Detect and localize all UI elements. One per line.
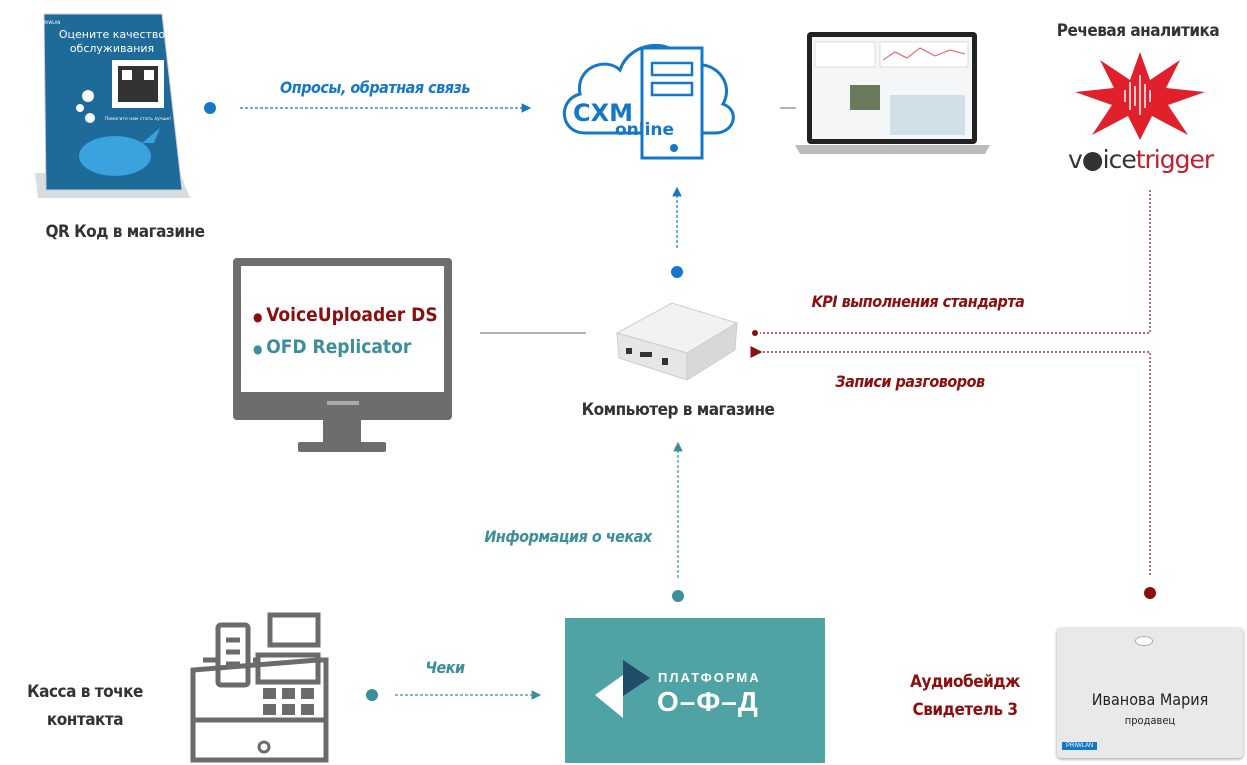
receipts-arrow xyxy=(366,689,542,701)
audio-badge: Иванова Мария продавец PRIWLAN xyxy=(1057,628,1243,758)
pc-to-cloud-arrow xyxy=(671,186,683,278)
store-pc-icon xyxy=(615,302,739,381)
store-pc-label: Компьютер в магазине xyxy=(581,400,775,420)
badge-label-line2: Свидетель 3 xyxy=(912,700,1018,720)
kpi-arrow xyxy=(752,190,1151,336)
ofd-triangle-icon xyxy=(595,660,650,718)
monitor-screen: ● VoiceUploader DS ● OFD Replicator xyxy=(241,266,444,392)
svg-text:CXM: CXM xyxy=(573,99,633,127)
app-voiceuploader: ● VoiceUploader DS xyxy=(253,304,438,326)
laptop-dashboard-icon xyxy=(795,32,990,154)
speech-analytics-title: Речевая аналитика xyxy=(1056,21,1220,41)
app-ofd-replicator: ● OFD Replicator xyxy=(253,336,412,358)
svg-text:PRIWLAN: PRIWLAN xyxy=(42,20,60,25)
kpi-label: KPI выполнения стандарта xyxy=(811,292,1025,311)
badge-label-line1: Аудиобейдж xyxy=(910,672,1020,692)
receipts-label: Чеки xyxy=(425,658,465,677)
recordings-arrow xyxy=(750,346,1156,599)
cxm-cloud-icon: CXM online xyxy=(563,43,735,160)
svg-text:Помогите нам стать лучше!: Помогите нам стать лучше! xyxy=(105,116,172,122)
register-label-line2: контакта xyxy=(46,710,124,730)
survey-arrow xyxy=(204,102,532,114)
svg-text:online: online xyxy=(615,120,674,140)
recordings-label: Записи разговоров xyxy=(835,372,985,391)
qr-stand-image: PRIWLAN Оцените качество обслуживания По… xyxy=(35,13,190,198)
register-label-line1: Касса в точке xyxy=(27,682,143,702)
ofd-to-pc-arrow xyxy=(672,441,684,602)
monitor: ● VoiceUploader DS ● OFD Replicator xyxy=(233,258,452,420)
svg-text:обслуживания: обслуживания xyxy=(70,42,154,55)
ofd-platform-logo: ПЛАТФОРМА О–Ф–Д xyxy=(565,618,825,763)
svg-text:Оцените качество: Оцените качество xyxy=(59,28,166,41)
cash-register-icon xyxy=(190,612,329,763)
whale-icon xyxy=(79,136,151,176)
voicetrigger-logo: v●icetrigger xyxy=(1068,145,1214,174)
surveys-label: Опросы, обратная связь xyxy=(280,78,470,97)
monitor-stand xyxy=(323,420,361,442)
qr-label: QR Код в магазине xyxy=(45,222,205,242)
voicetrigger-burst-icon xyxy=(1075,52,1205,140)
receipts-info-label: Информация о чеках xyxy=(484,527,652,546)
